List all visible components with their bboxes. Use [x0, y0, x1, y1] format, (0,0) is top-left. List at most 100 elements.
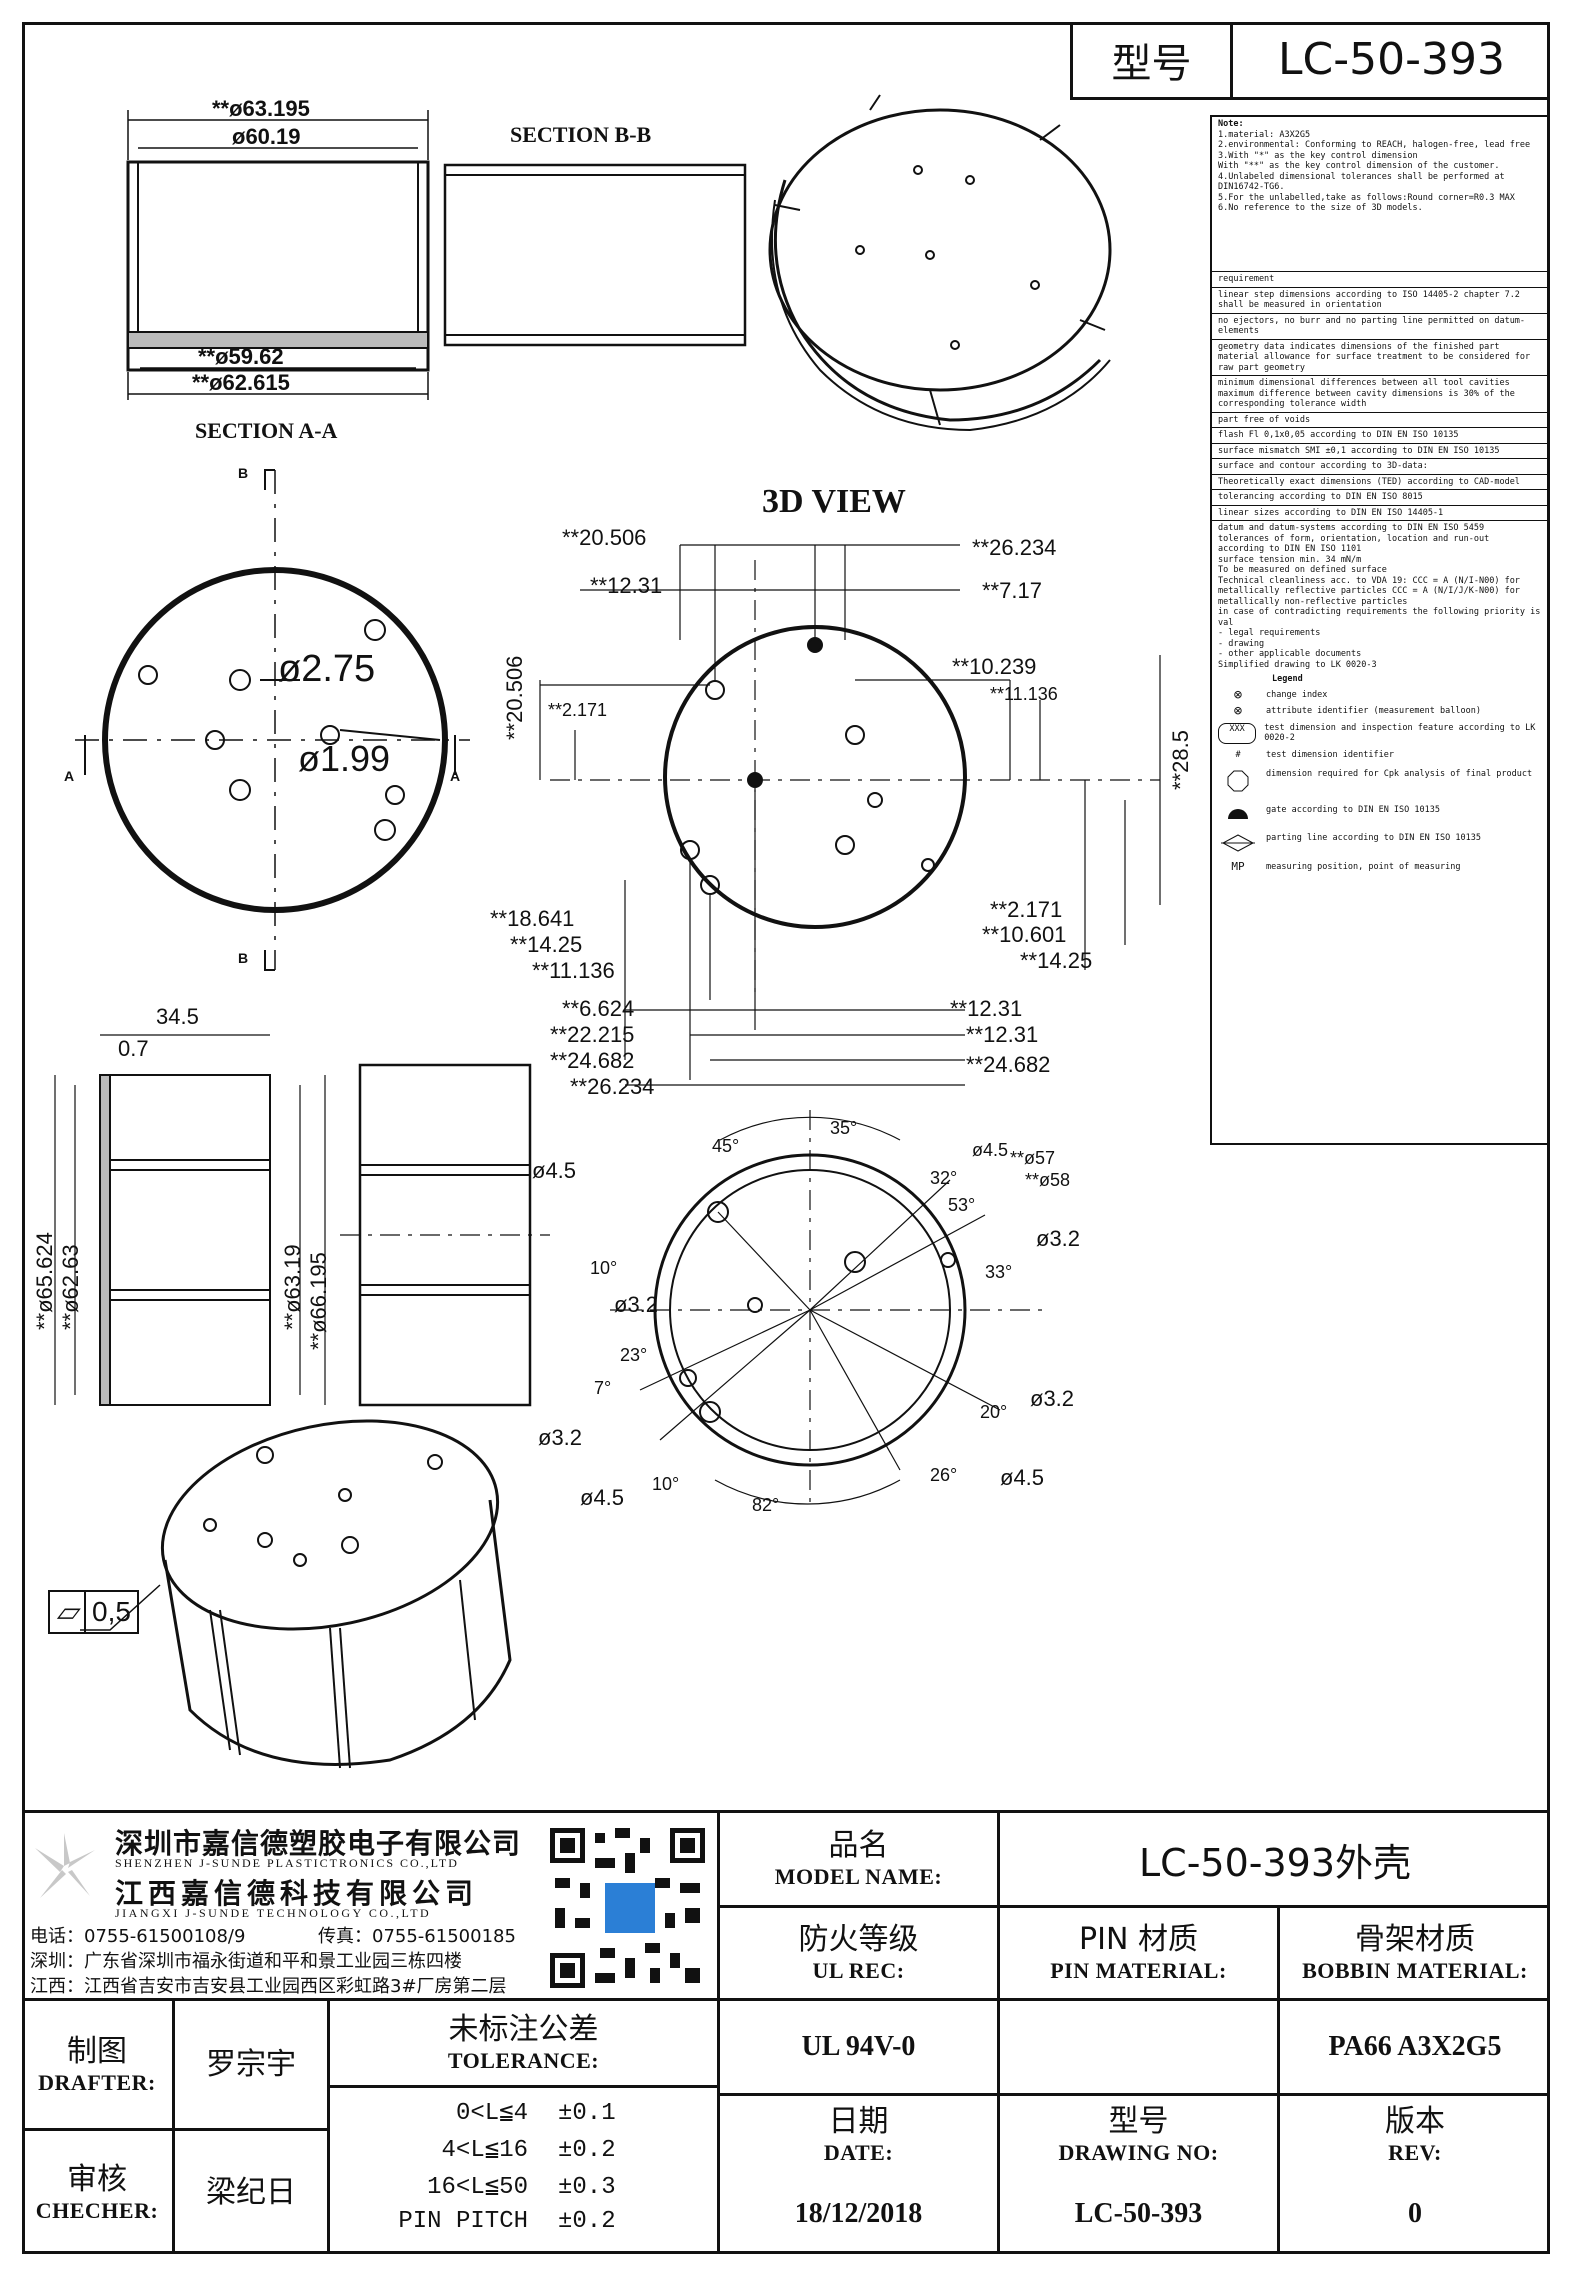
dim-aa-bot1: **ø59.62: [198, 344, 284, 369]
drawing-en: DRAWING NO:: [1058, 2140, 1219, 2165]
tolerance-row: 0<L≦4±0.1: [330, 2097, 717, 2127]
requirement-item: surface and contour according to 3D-data…: [1212, 459, 1548, 475]
angle-line: [809, 1179, 951, 1311]
requirement-item: To be measured on defined surface: [1218, 565, 1387, 575]
legend-row: ⊗ change index: [1212, 687, 1548, 704]
flatness-leader: [80, 1584, 161, 1631]
header-model-label-cell: 型号: [1070, 22, 1230, 100]
flatness-icon: ▱: [50, 1592, 86, 1632]
legend-item: change index: [1266, 689, 1328, 700]
notes-panel: Note: 1.material: A3X2G5 2.environmental…: [1210, 115, 1550, 1145]
company-address-sz: 深圳：广东省深圳市福永街道和平和景工业园三栋四楼: [30, 1951, 462, 1972]
hole: [699, 1401, 721, 1423]
section-aa-drawing: [126, 110, 430, 400]
iso-hole: [338, 1488, 352, 1502]
hole: [229, 779, 251, 801]
requirement-item: Theoretically exact dimensions (TED) acc…: [1212, 475, 1548, 490]
section-marker-b: [264, 950, 275, 971]
angle-line: [809, 1309, 1001, 1411]
dim-2171a: **2.171: [548, 700, 608, 720]
tolerance-value: ±0.2: [558, 2208, 616, 2235]
tb-divider: [22, 1998, 1550, 2001]
iso-rib: [219, 1609, 241, 1756]
tolerance-row: 4<L≦16±0.2: [330, 2134, 717, 2164]
angle-45: 45°: [712, 1136, 740, 1156]
checker-cn: 审核: [67, 2161, 127, 2197]
iso-view-top: [768, 94, 1112, 432]
tolerance-row: PIN PITCH±0.2: [330, 2208, 717, 2235]
iso-rib: [329, 1627, 341, 1769]
tb-divider: [1277, 1905, 1280, 2254]
requirement-item: linear sizes according to DIN EN ISO 144…: [1212, 506, 1548, 521]
mp-label: MP: [1231, 860, 1245, 873]
iso-top-face: [160, 1419, 500, 1631]
ul-value-cell: UL 94V-0: [720, 2001, 997, 2093]
legend-row: dimension required for Cpk analysis of f…: [1212, 763, 1548, 799]
angle-line: [717, 1211, 811, 1311]
iso-top-face: [768, 108, 1112, 392]
dim-hole-small: ø1.99: [298, 738, 391, 779]
change-index-icon: ⊗: [1233, 686, 1243, 703]
requirement-item: - legal requirements: [1218, 628, 1321, 638]
requirement-item: tolerancing according to DIN EN ISO 8015: [1212, 490, 1548, 506]
tolerance-range: 4<L≦16: [441, 2137, 528, 2164]
angle-10: 10°: [590, 1258, 618, 1278]
bobbin-value-cell: PA66 A3X2G5: [1280, 2001, 1550, 2093]
hole: [867, 792, 883, 808]
dim-10239: **10.239: [952, 654, 1037, 679]
drawing-cn: 型号: [1108, 2104, 1169, 2139]
iso-hole: [341, 1536, 359, 1554]
angle-35: 35°: [830, 1118, 858, 1138]
dim-717: **7.17: [982, 578, 1042, 603]
header-model-value: LC-50-393: [1278, 34, 1505, 85]
note-item: With "**" as the key control dimension o…: [1218, 161, 1500, 171]
company-address-jx: 江西：江西省吉安市吉安县工业园西区彩虹路3#厂房第二层: [30, 1976, 507, 1997]
hole: [679, 1369, 697, 1387]
dim-aa-top2: ø60.19: [232, 124, 301, 149]
iso-rib: [774, 204, 801, 211]
requirement-item: in case of contradicting requirements th…: [1218, 607, 1541, 628]
requirement-item: surface mismatch SMI ±0,1 according to D…: [1212, 444, 1548, 459]
company-name-2: 江西嘉信德科技有限公司: [115, 1877, 479, 1910]
requirement-item: according to DIN EN ISO 1101: [1218, 544, 1362, 554]
section-marker-b-bottom: B: [238, 950, 249, 966]
angle-20: 20°: [980, 1402, 1008, 1422]
hole: [845, 725, 865, 745]
dim-pos-45a: ø4.5: [972, 1140, 1009, 1160]
section-marker-a-left: A: [64, 768, 75, 784]
requirement-item: minimum dimensional differences between …: [1212, 376, 1548, 413]
legend-item: gate according to DIN EN ISO 10135: [1266, 805, 1440, 815]
requirement-item: datum and datum-systems according to DIN…: [1218, 523, 1485, 533]
iso-hole: [1030, 280, 1040, 290]
test-identifier-icon: #: [1235, 749, 1241, 760]
dim-hole-big: ø2.75: [278, 648, 376, 690]
dim-pos-32d: ø3.2: [538, 1425, 583, 1450]
bobbin-value: PA66 A3X2G5: [1328, 2031, 1502, 2062]
dim-aa-bot2: **ø62.615: [192, 370, 290, 395]
legend-row: ⊗attribute identifier (measurement ballo…: [1212, 703, 1548, 720]
ul-value: UL 94V-0: [801, 2031, 916, 2062]
tolerance-row: 16<L≦50±0.3: [330, 2171, 717, 2201]
requirement-item: Technical cleanliness acc. to VDA 19: CC…: [1218, 575, 1520, 607]
hole: [844, 1251, 866, 1273]
dim-26234b: **26.234: [570, 1074, 655, 1099]
side-wall: [99, 1074, 111, 1406]
checker-value-cell: 梁纪日: [175, 2131, 327, 2254]
side-view-left: [54, 1034, 326, 1406]
dim-11136a: **11.136: [990, 684, 1058, 704]
angle-23: 23°: [620, 1345, 648, 1365]
iso-rib: [209, 1609, 231, 1751]
requirement-group: datum and datum-systems according to DIN…: [1212, 521, 1548, 672]
legend-header: Legend: [1272, 674, 1303, 684]
date-value: 18/12/2018: [794, 2198, 923, 2229]
requirement-item: geometry data indicates dimensions of th…: [1212, 340, 1548, 376]
section-marker-b: [264, 469, 275, 490]
ul-cn: 防火等级: [798, 1922, 919, 1957]
iso-hole: [950, 340, 960, 350]
requirement-item: - drawing: [1218, 638, 1265, 649]
hole: [138, 665, 158, 685]
dim-pos-32c: ø3.2: [1030, 1386, 1075, 1411]
iso-hole: [427, 1454, 443, 1470]
test-dimension-icon: XXX: [1218, 722, 1257, 744]
hole: [705, 680, 725, 700]
